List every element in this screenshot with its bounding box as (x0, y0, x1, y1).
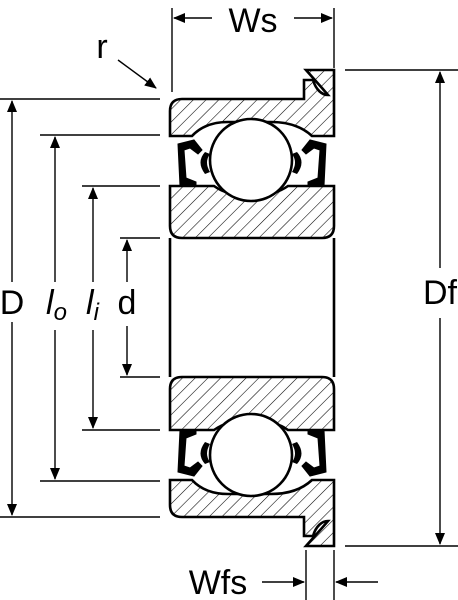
label-li-sub: i (94, 299, 100, 326)
outer-ring-bottom (168, 478, 336, 548)
ball-top (208, 117, 294, 203)
dimension-lines (6, 13, 445, 587)
label-lo: lo (46, 284, 67, 326)
label-df: Df (423, 274, 458, 312)
seal-top-right (301, 139, 327, 187)
label-wfs: Wfs (189, 564, 248, 600)
label-r: r (96, 28, 107, 66)
label-li: li (86, 284, 100, 326)
label-lo-sub: o (54, 299, 67, 326)
outer-ring-top (168, 68, 336, 138)
cage-bottom-left (200, 442, 210, 464)
r-leader-arrow (117, 59, 157, 89)
cage-top-left (200, 152, 210, 174)
label-ws: Ws (228, 2, 277, 40)
cage-top-right (292, 152, 302, 174)
ball-bottom (208, 412, 294, 498)
label-d-outer: D (0, 284, 24, 322)
label-li-main: l (86, 284, 95, 322)
seal-bottom-right (301, 429, 327, 477)
bearing-body (168, 68, 336, 548)
label-d-bore: d (118, 284, 137, 322)
label-lo-main: l (46, 284, 55, 322)
seal-top-left (177, 139, 203, 187)
extension-lines (0, 8, 458, 600)
cage-bottom-right (292, 442, 302, 464)
seal-bottom-left (177, 429, 203, 477)
